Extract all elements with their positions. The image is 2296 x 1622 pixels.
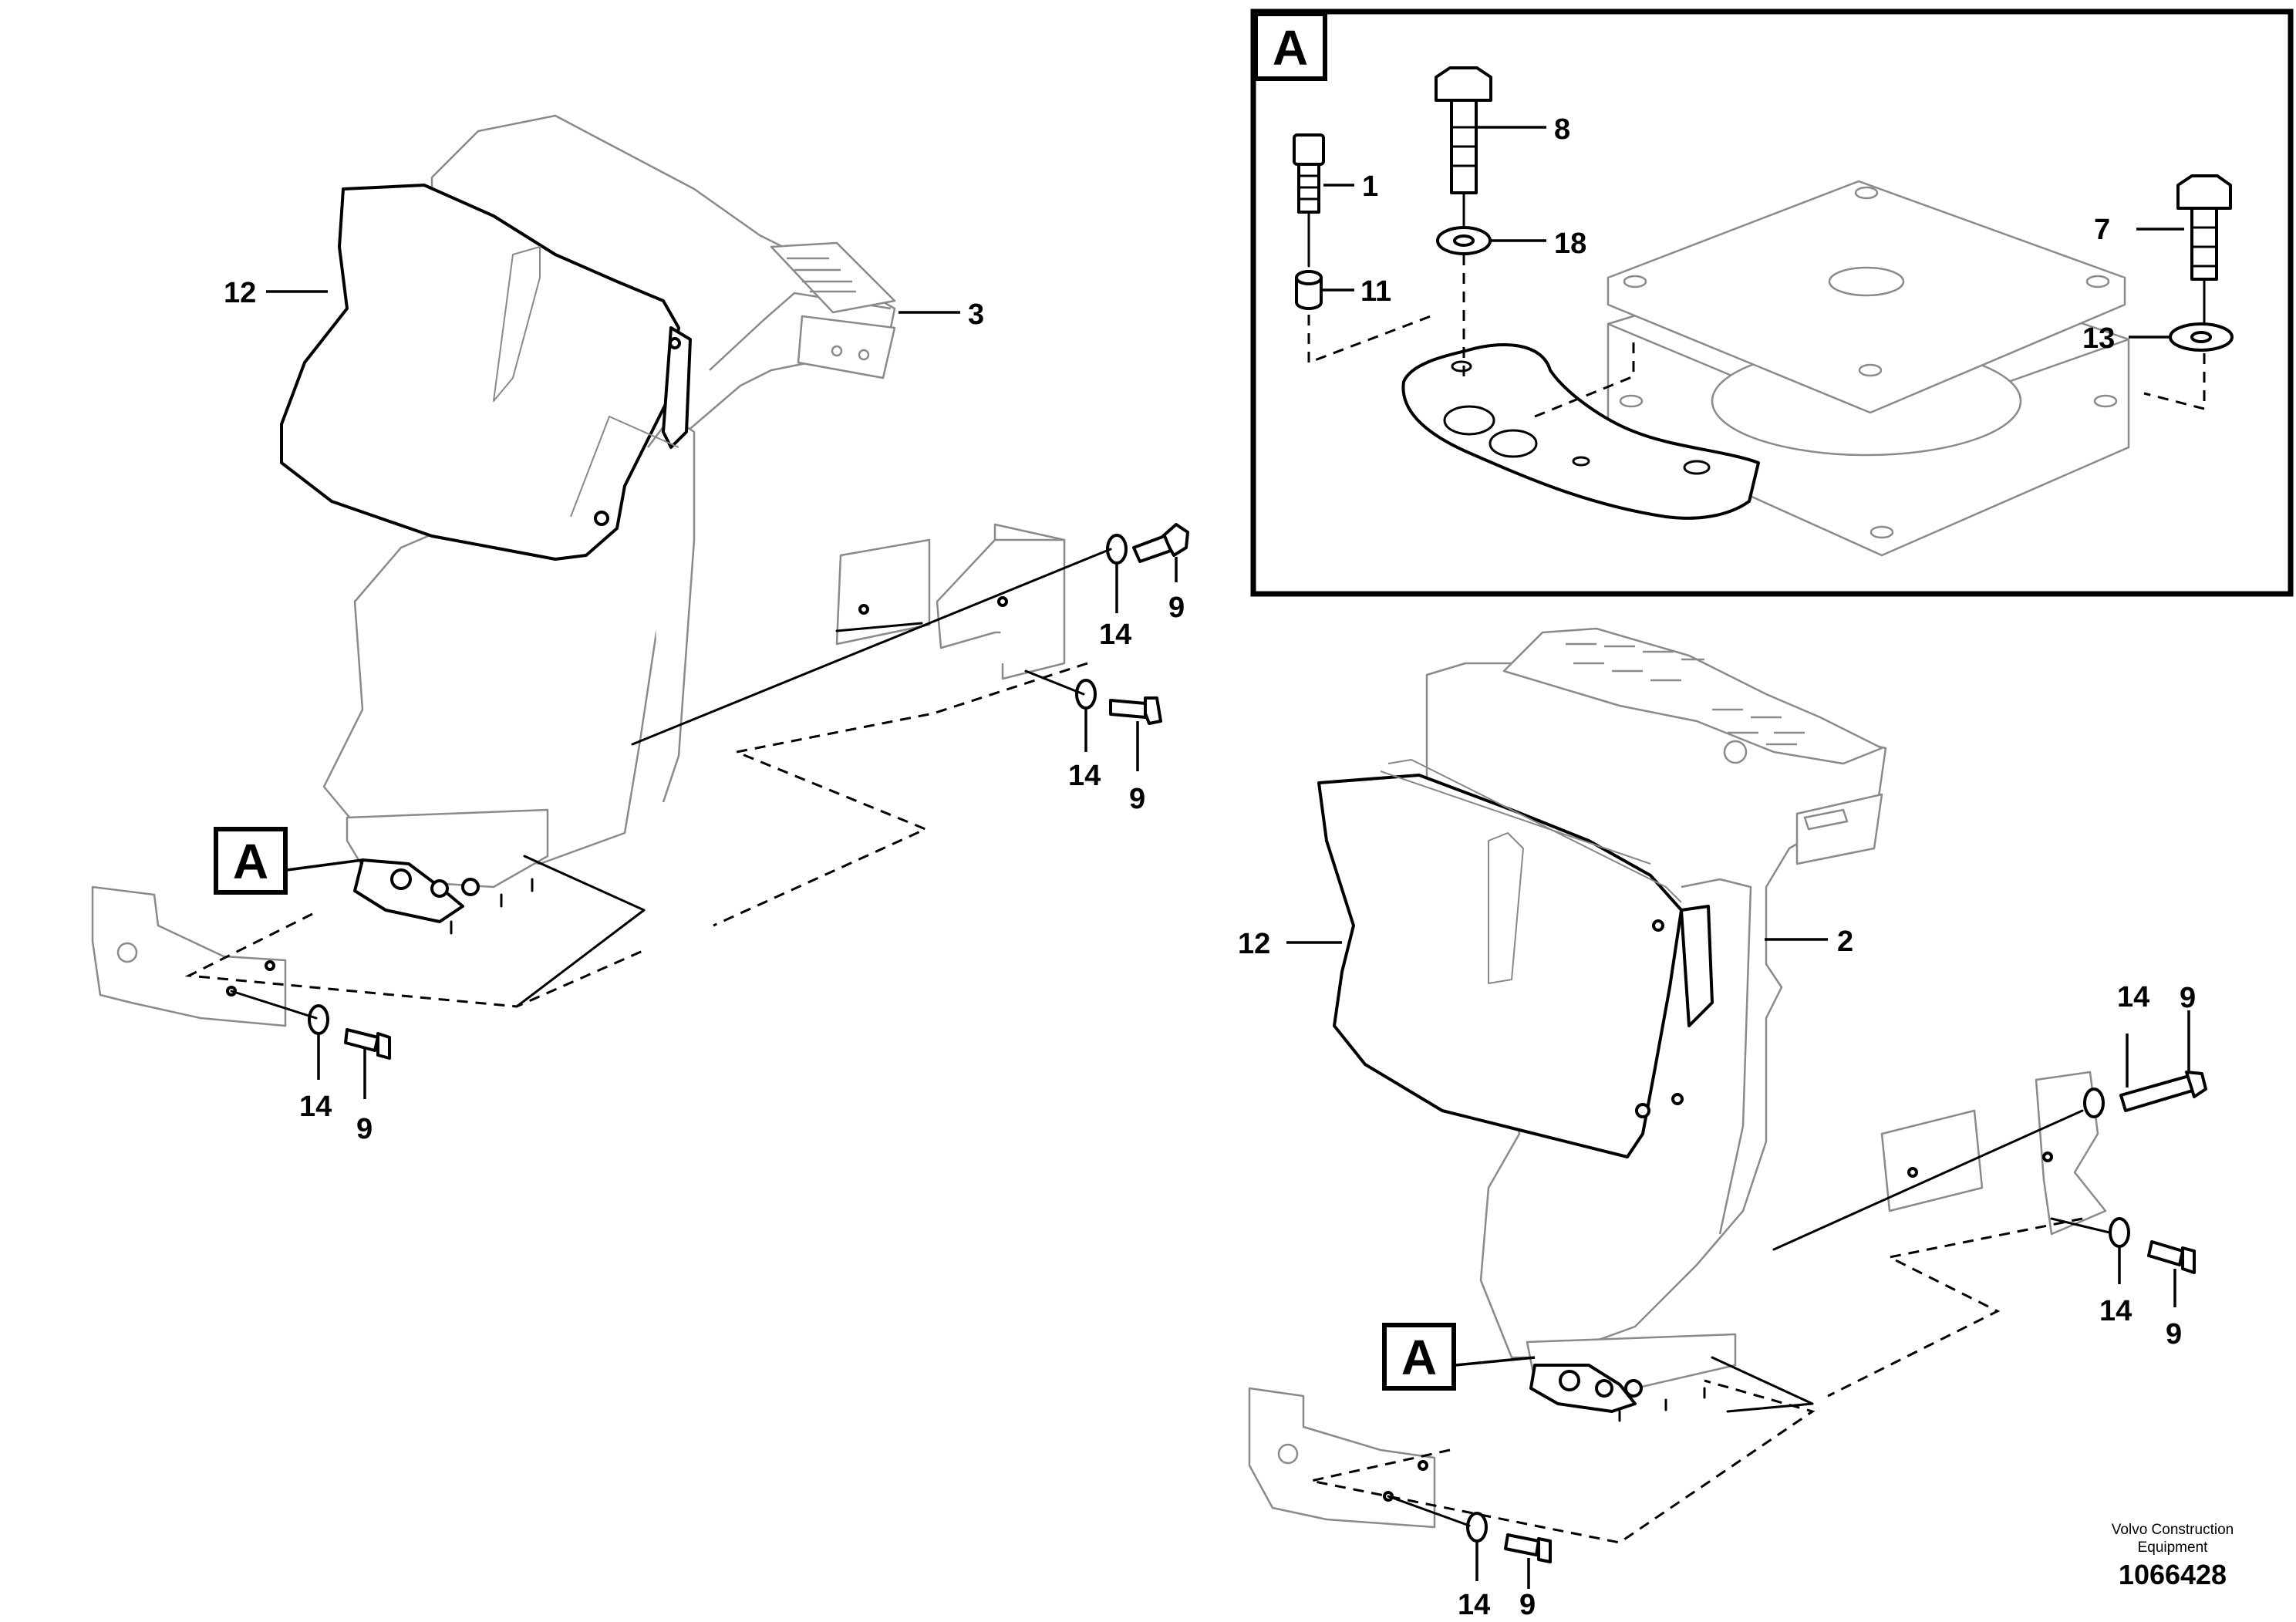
- hex-bolt-7: [2176, 174, 2232, 281]
- left-detail-a-label: A: [233, 834, 268, 889]
- left-control-pad: [770, 241, 896, 314]
- detail-a-frame: [1250, 8, 2294, 597]
- label-right-part-9-lower: 9: [2166, 1318, 2182, 1351]
- label-part-7: 7: [2094, 214, 2110, 246]
- label-right-part-9-bottom: 9: [1519, 1589, 1536, 1621]
- left-bolt-9-lower: [1109, 696, 1162, 725]
- left-washer-14-lower: [1075, 679, 1097, 710]
- label-part-8: 8: [1554, 113, 1570, 146]
- label-part-13: 13: [2082, 322, 2115, 355]
- right-washer-14-upper: [2083, 1088, 2105, 1118]
- label-part-18: 18: [1554, 228, 1586, 260]
- label-right-part-2: 2: [1837, 926, 1853, 958]
- label-left-part-9-lower: 9: [1129, 783, 1145, 815]
- label-left-part-14-upper: 14: [1099, 619, 1131, 651]
- label-right-part-12: 12: [1238, 928, 1270, 960]
- spacer-sleeve-11: [1295, 270, 1323, 310]
- brand-line-1: Volvo Construction: [2112, 1522, 2234, 1538]
- bracket-plate: [1401, 343, 1760, 520]
- detail-a-label-box: A: [1253, 12, 1327, 81]
- brand-line-2: Equipment: [2138, 1539, 2209, 1556]
- washer-13: [2169, 322, 2234, 352]
- label-left-part-9-upper: 9: [1168, 592, 1185, 624]
- detail-a-inset: A: [1250, 8, 2294, 597]
- washer-18: [1436, 226, 1492, 255]
- drawing-footer: Volvo Construction Equipment 1066428: [2112, 1522, 2234, 1590]
- left-assembly: A 12 3 14 9 14 9 14 9: [91, 114, 1189, 1145]
- label-right-part-14-lower: 14: [2099, 1295, 2132, 1327]
- left-bolt-9-bottom: [344, 1028, 391, 1060]
- right-bolt-9-lower: [2147, 1240, 2196, 1274]
- right-washer-14-lower: [2109, 1217, 2130, 1248]
- label-left-part-14-bottom: 14: [299, 1091, 332, 1123]
- right-detail-a-callout: A: [1382, 1323, 1536, 1391]
- right-bolt-9-upper: [2119, 1071, 2207, 1112]
- detail-a-label: A: [1273, 20, 1308, 76]
- left-bottom-bracket: [91, 885, 287, 1027]
- label-right-part-9-upper: 9: [2180, 982, 2196, 1014]
- label-part-1: 1: [1362, 170, 1378, 203]
- left-washer-14-bottom: [308, 1004, 329, 1035]
- right-washer-14-bottom: [1466, 1512, 1488, 1543]
- right-assembly: A 12 2 14 9 14 9 14 9: [1238, 627, 2207, 1621]
- label-right-part-14-bottom: 14: [1458, 1589, 1490, 1621]
- right-detail-a-label: A: [1401, 1330, 1437, 1385]
- label-right-part-14-upper: 14: [2117, 981, 2149, 1013]
- left-front-cover: [280, 184, 680, 561]
- rubber-mount: [1607, 180, 2130, 557]
- label-left-part-9-bottom: 9: [356, 1113, 373, 1145]
- label-part-11: 11: [1360, 275, 1391, 308]
- label-left-part-12: 12: [224, 277, 256, 309]
- hex-bolt-8: [1435, 66, 1492, 194]
- label-left-part-3: 3: [968, 298, 984, 331]
- label-left-part-14-lower: 14: [1068, 760, 1101, 792]
- left-detail-a-callout: A: [214, 827, 363, 895]
- right-bolt-9-bottom: [1504, 1533, 1552, 1563]
- right-front-cover: [1317, 774, 1683, 1158]
- left-bolt-9-upper: [1132, 523, 1189, 563]
- socket-screw-1: [1293, 133, 1325, 214]
- drawing-number: 1066428: [2119, 1559, 2227, 1590]
- right-bottom-bracket: [1248, 1387, 1436, 1529]
